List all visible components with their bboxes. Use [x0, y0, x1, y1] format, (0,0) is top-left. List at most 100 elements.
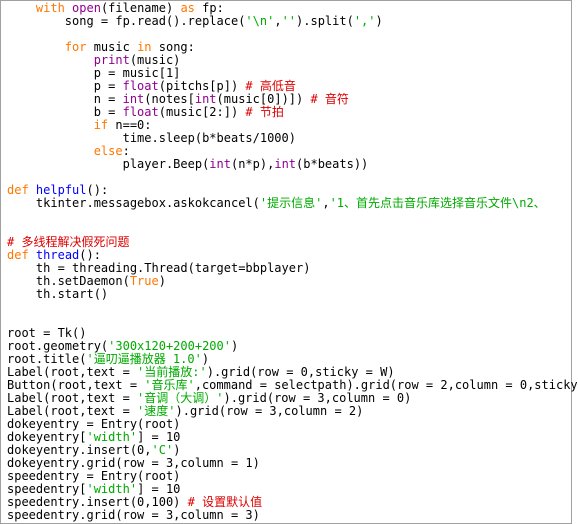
code-text — [7, 144, 94, 158]
keyword-token: in — [137, 40, 152, 54]
code-line: th = threading.Thread(target=bbplayer) — [7, 262, 571, 275]
string-token: '音调（大调）' — [137, 391, 224, 405]
code-line: def helpful(): — [7, 184, 571, 197]
code-line: Button(root,text = '音乐库',command = selec… — [7, 378, 578, 392]
code-line: print(music) — [7, 54, 571, 67]
code-text: ).grid(row = 3,column = 0) — [223, 391, 412, 405]
code-text — [7, 53, 94, 67]
code-text: Label(root,text = — [7, 391, 138, 405]
code-text: (filename) — [100, 1, 181, 15]
code-text: b = — [7, 105, 123, 119]
code-line: speedentry.grid(row = 3,column = 3) — [7, 509, 571, 522]
string-token: '300x120+200+200' — [108, 339, 231, 353]
code-text: time.sleep(b*beats/1000) — [7, 131, 296, 145]
code-line: time.sleep(b*beats/1000) — [7, 132, 571, 145]
string-token: 'width' — [86, 430, 138, 444]
code-text — [7, 40, 65, 54]
code-text: Label(root,text = — [7, 404, 138, 418]
code-text: ] = 10 — [137, 430, 181, 444]
code-line: root.geometry('300x120+200+200') — [7, 340, 571, 353]
comment-token: # 多线程解决假死问题 — [7, 235, 130, 249]
code-line: dokeyentry.insert(0,'C') — [7, 444, 571, 457]
code-text-area[interactable]: with open(filename) as fp: song = fp.rea… — [7, 1, 578, 522]
code-line: # 多线程解决假死问题 — [7, 236, 571, 249]
code-text: n==0: — [108, 118, 152, 132]
code-text: p = — [7, 79, 123, 93]
code-text: th.setDaemon( — [7, 274, 130, 288]
code-text: ).grid(row = 0,sticky = W) — [206, 365, 395, 379]
code-line: Label(root,text = '当前播放:').grid(row = 0,… — [7, 366, 571, 379]
code-text: n = — [7, 92, 123, 106]
code-line: p = float(pitchs[p]) # 高低音 — [7, 80, 571, 93]
builtin-token: float — [122, 79, 159, 93]
code-line: player.Beep(int(n*p),int(b*beats)) — [7, 158, 571, 171]
builtin-token: int — [194, 92, 217, 106]
code-line: dokeyentry.grid(row = 3,column = 1) — [7, 457, 571, 470]
code-text: ) — [158, 274, 166, 288]
code-text: , — [274, 14, 282, 28]
code-line: if n==0: — [7, 119, 571, 132]
code-text: (n*p), — [230, 157, 275, 171]
code-text: (): — [79, 248, 101, 262]
builtin-token: int — [122, 92, 145, 106]
code-text: p = music[1] — [7, 66, 181, 80]
code-text: (b*beats)) — [296, 157, 369, 171]
code-line: dokeyentry['width'] = 10 — [7, 431, 571, 444]
keyword-token: def — [7, 248, 29, 262]
code-text — [7, 118, 94, 132]
code-line: song = fp.read().replace('\n','').split(… — [7, 15, 571, 28]
keyword-token: else — [93, 144, 123, 158]
code-text: ,command = selectpath).grid(row = 2,colu… — [194, 378, 578, 392]
code-line: p = music[1] — [7, 67, 571, 80]
code-text: song = fp.read().replace( — [7, 14, 246, 28]
code-text: dokeyentry.insert(0, — [7, 443, 152, 457]
builtin-token: print — [93, 53, 130, 67]
string-token: ',' — [353, 14, 376, 28]
code-text: th = threading.Thread(target=bbplayer) — [7, 261, 311, 275]
code-text: ) — [230, 339, 239, 353]
code-line — [7, 314, 571, 327]
code-text: root.geometry( — [7, 339, 109, 353]
code-line: speedentry.insert(0,100) # 设置默认值 — [7, 496, 571, 509]
code-line: Label(root,text = '速度').grid(row = 3,col… — [7, 405, 571, 418]
builtin-token: open — [72, 1, 101, 15]
code-text: ).grid(row = 3,column = 2) — [175, 404, 364, 418]
string-token: '\n' — [245, 14, 275, 28]
builtin-token: float — [122, 105, 159, 119]
code-text — [29, 248, 36, 262]
string-token: '逼叨逼播放器 1.0' — [86, 352, 202, 366]
code-text: speedentry.grid(row = 3,column = 3) — [7, 508, 260, 522]
code-line — [7, 301, 571, 314]
builtin-token: int — [274, 157, 297, 171]
code-text: (music[2:]) — [158, 105, 246, 119]
code-text: song: — [151, 40, 195, 54]
comment-token: # 高低音 — [245, 79, 296, 93]
comment-token: # 设置默认值 — [187, 495, 263, 509]
code-line: th.start() — [7, 288, 571, 301]
code-line: root.title('逼叨逼播放器 1.0') — [7, 353, 571, 366]
string-token: '提示信息' — [259, 196, 323, 210]
code-text: (music) — [129, 53, 181, 67]
code-text: fp: — [194, 1, 224, 15]
code-text: : — [122, 144, 130, 158]
string-token: '音乐库' — [144, 378, 195, 392]
string-token: 'width' — [86, 482, 138, 496]
code-text: (pitchs[p]) — [158, 79, 246, 93]
code-line: root = Tk() — [7, 327, 571, 340]
builtin-token: int — [209, 157, 231, 171]
code-text — [29, 183, 36, 197]
code-text: ] = 10 — [137, 482, 181, 496]
code-text: , — [322, 196, 330, 210]
code-text: ) — [201, 352, 210, 366]
code-text: Label(root,text = — [7, 365, 138, 379]
code-line: Label(root,text = '音调（大调）').grid(row = 3… — [7, 392, 571, 405]
string-token: '1、首先点击音乐库选择音乐文件\n2、 — [329, 196, 546, 210]
code-text: Button(root,text = — [7, 378, 145, 392]
function-name-token: thread — [35, 248, 80, 262]
keyword-token: if — [93, 118, 109, 132]
code-text: speedentry.insert(0,100) — [7, 495, 188, 509]
string-token: '当前播放:' — [137, 365, 207, 379]
string-token: '' — [281, 14, 297, 28]
code-text: speedentry = Entry(root) — [7, 469, 181, 483]
